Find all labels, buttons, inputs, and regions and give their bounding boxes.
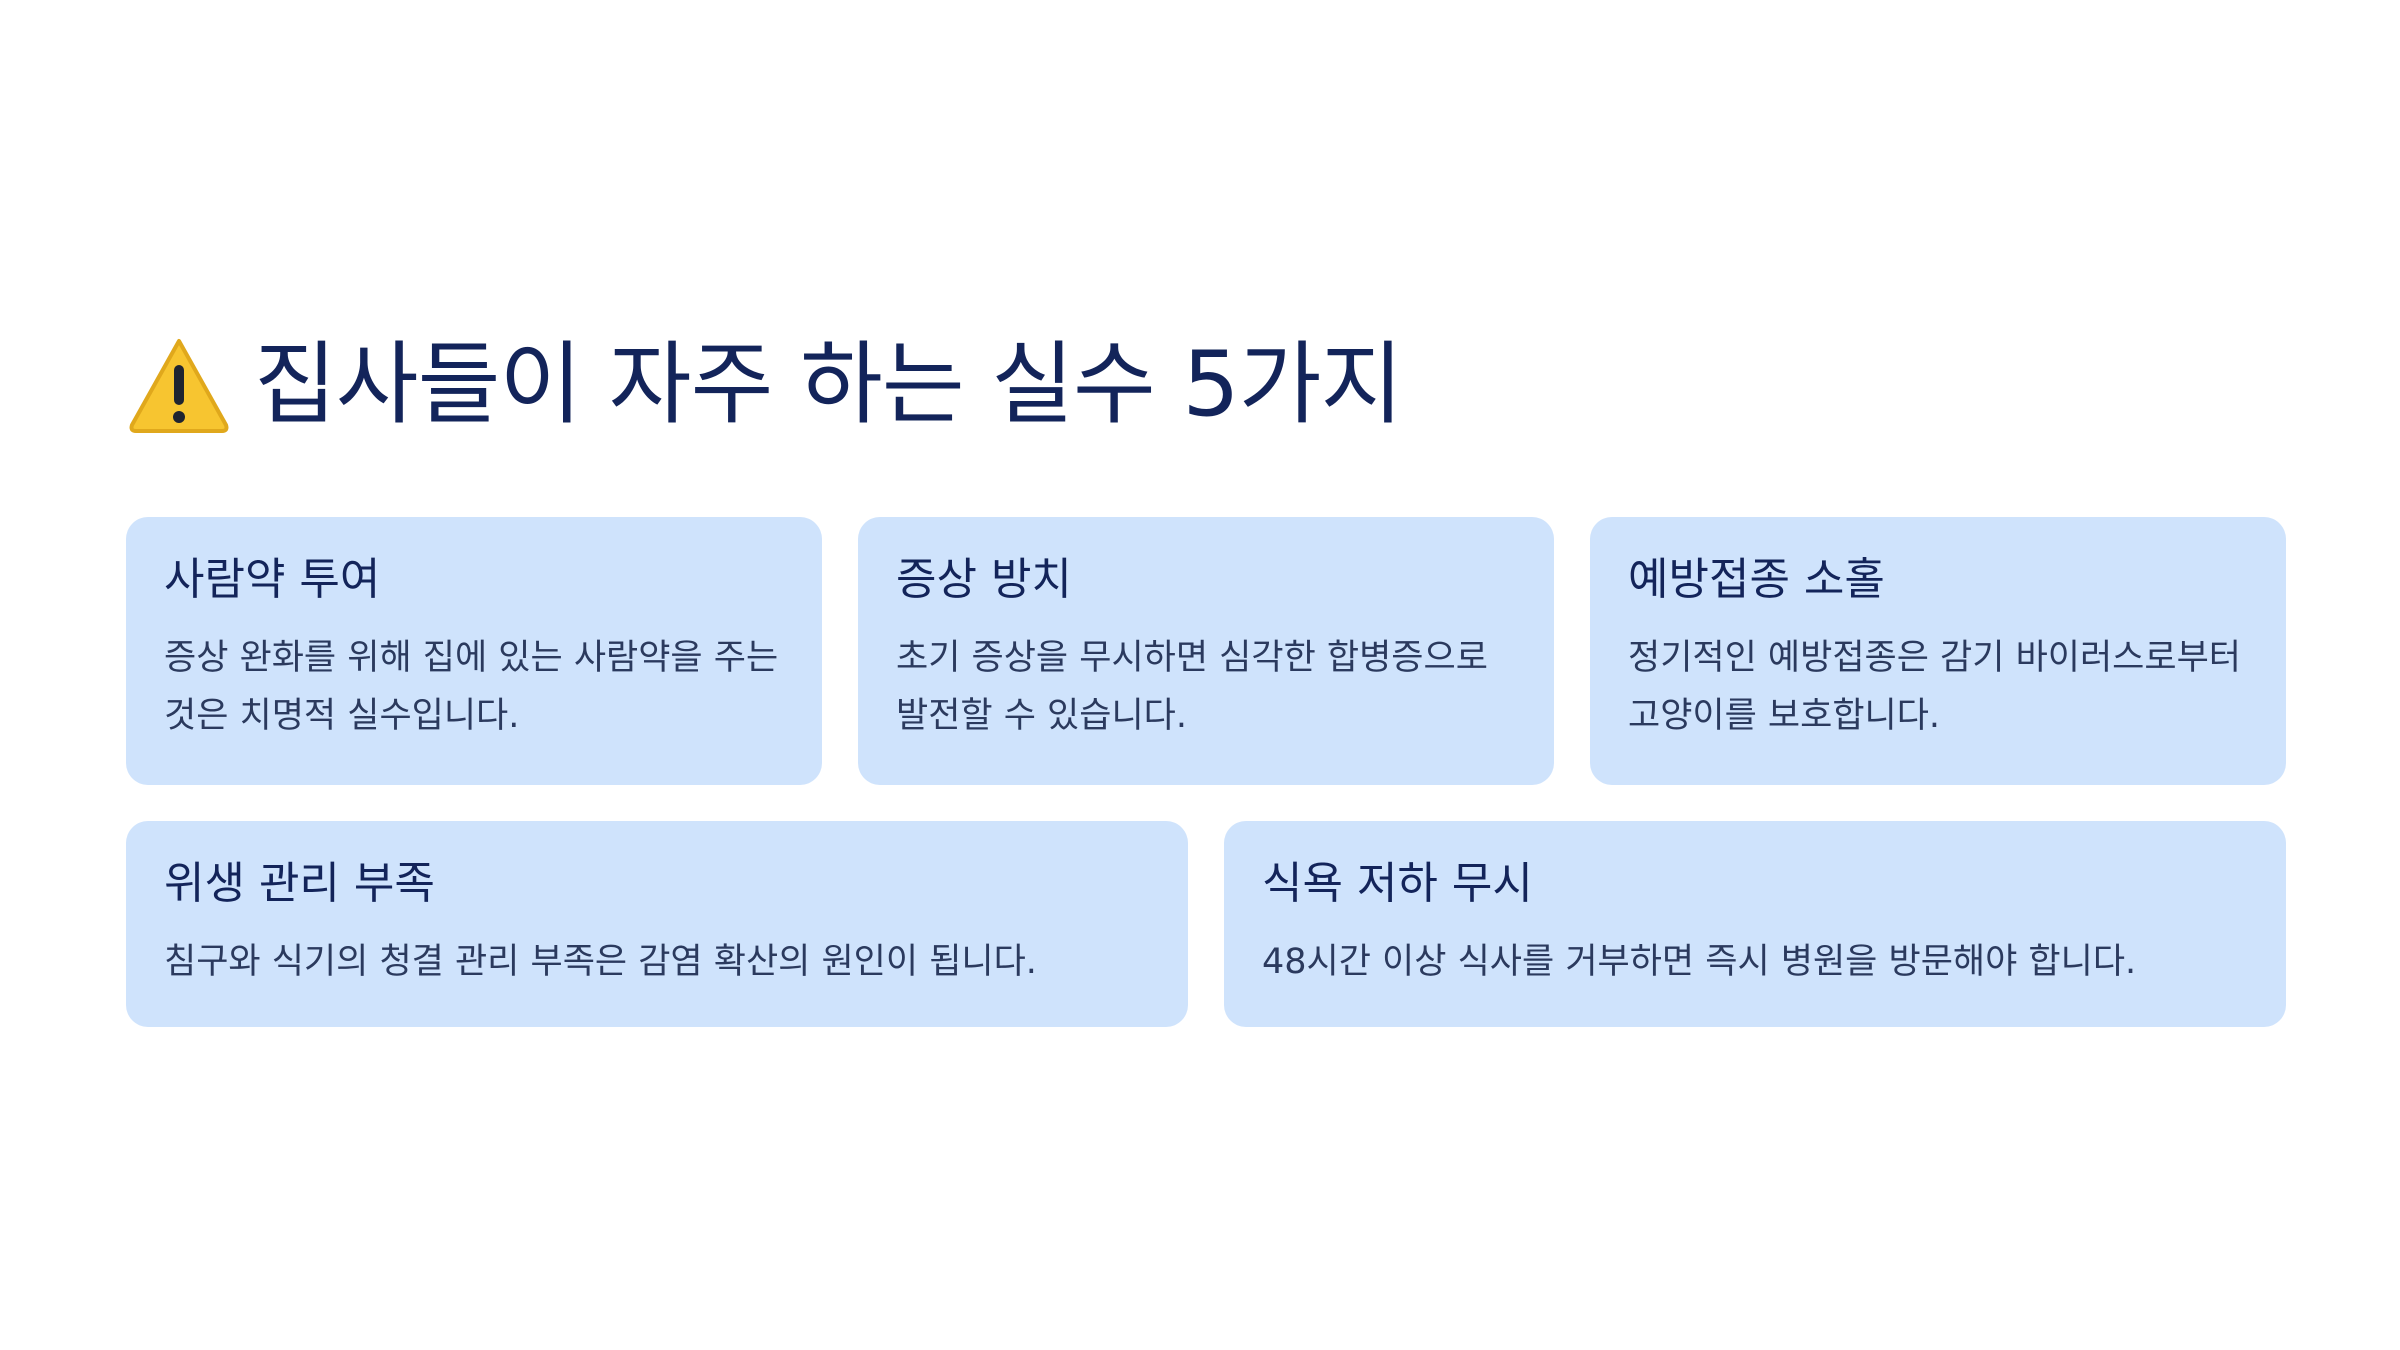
card-title: 사람약 투여 xyxy=(164,554,381,605)
card-text: 침구와 식기의 청결 관리 부족은 감염 확산의 원인이 됩니다. xyxy=(164,942,1037,982)
card-text: 48시간 이상 식사를 거부하면 즉시 병원을 방문해야 합니다. xyxy=(1262,942,2137,982)
card-text: 증상 완화를 위해 집에 있는 사람약을 주는 것은 치명적 실수입니다. xyxy=(164,638,779,736)
mistake-card: 예방접종 소홀 정기적인 예방접종은 감기 바이러스로부터 고양이를 보호합니다… xyxy=(1590,517,2286,785)
card-title: 위생 관리 부족 xyxy=(164,858,435,909)
mistake-card: 증상 방치 초기 증상을 무시하면 심각한 합병증으로 발전할 수 있습니다. xyxy=(858,517,1554,785)
mistake-card: 식욕 저하 무시 48시간 이상 식사를 거부하면 즉시 병원을 방문해야 합니… xyxy=(1224,821,2286,1027)
warning-icon xyxy=(129,339,229,433)
card-text: 정기적인 예방접종은 감기 바이러스로부터 고양이를 보호합니다. xyxy=(1628,638,2241,736)
card-title: 증상 방치 xyxy=(896,554,1072,605)
page-title: 집사들이 자주 하는 실수 5가지 xyxy=(254,332,1403,437)
card-title: 식욕 저하 무시 xyxy=(1262,858,1533,909)
mistake-card: 위생 관리 부족 침구와 식기의 청결 관리 부족은 감염 확산의 원인이 됩니… xyxy=(126,821,1188,1027)
slide: 집사들이 자주 하는 실수 5가지 사람약 투여 증상 완화를 위해 집에 있는… xyxy=(126,330,2286,1027)
mistake-card: 사람약 투여 증상 완화를 위해 집에 있는 사람약을 주는 것은 치명적 실수… xyxy=(126,517,822,785)
title-row: 집사들이 자주 하는 실수 5가지 xyxy=(126,330,2286,440)
card-text: 초기 증상을 무시하면 심각한 합병증으로 발전할 수 있습니다. xyxy=(896,638,1488,736)
card-title: 예방접종 소홀 xyxy=(1628,554,1885,605)
